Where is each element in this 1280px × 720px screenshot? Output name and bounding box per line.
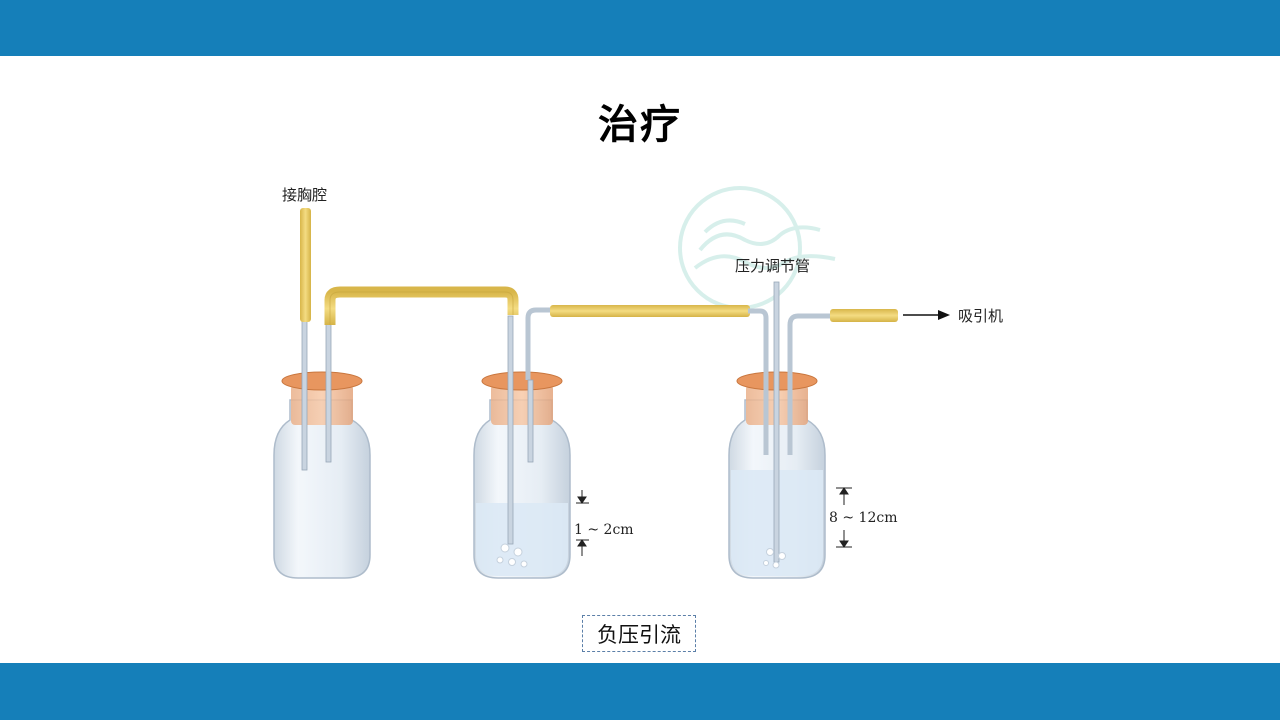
slide-title: 治疗 [598, 102, 682, 148]
label-depth-large: 8 ~ 12cm [829, 510, 898, 526]
arrow-right-icon [903, 310, 950, 320]
top-band [0, 0, 1280, 56]
bottom-band [0, 663, 1280, 720]
depth-marker-small [576, 490, 589, 556]
depth-marker-large [836, 487, 852, 548]
label-depth-small: 1 ~ 2cm [574, 522, 634, 538]
suction-tube [830, 309, 898, 322]
connector-tube-1 [324, 286, 519, 325]
label-suction: 吸引机 [958, 307, 1004, 325]
label-chest: 接胸腔 [282, 186, 328, 204]
bottle-3 [728, 281, 833, 579]
watermark-logo-icon [678, 186, 836, 310]
bottle-1 [273, 319, 371, 579]
label-pressure-tube: 压力调节管 [735, 257, 811, 275]
connector-tube-2 [550, 305, 750, 317]
chest-tube [300, 208, 311, 322]
bottle-2 [473, 307, 571, 579]
diagram-caption: 负压引流 [582, 615, 696, 652]
